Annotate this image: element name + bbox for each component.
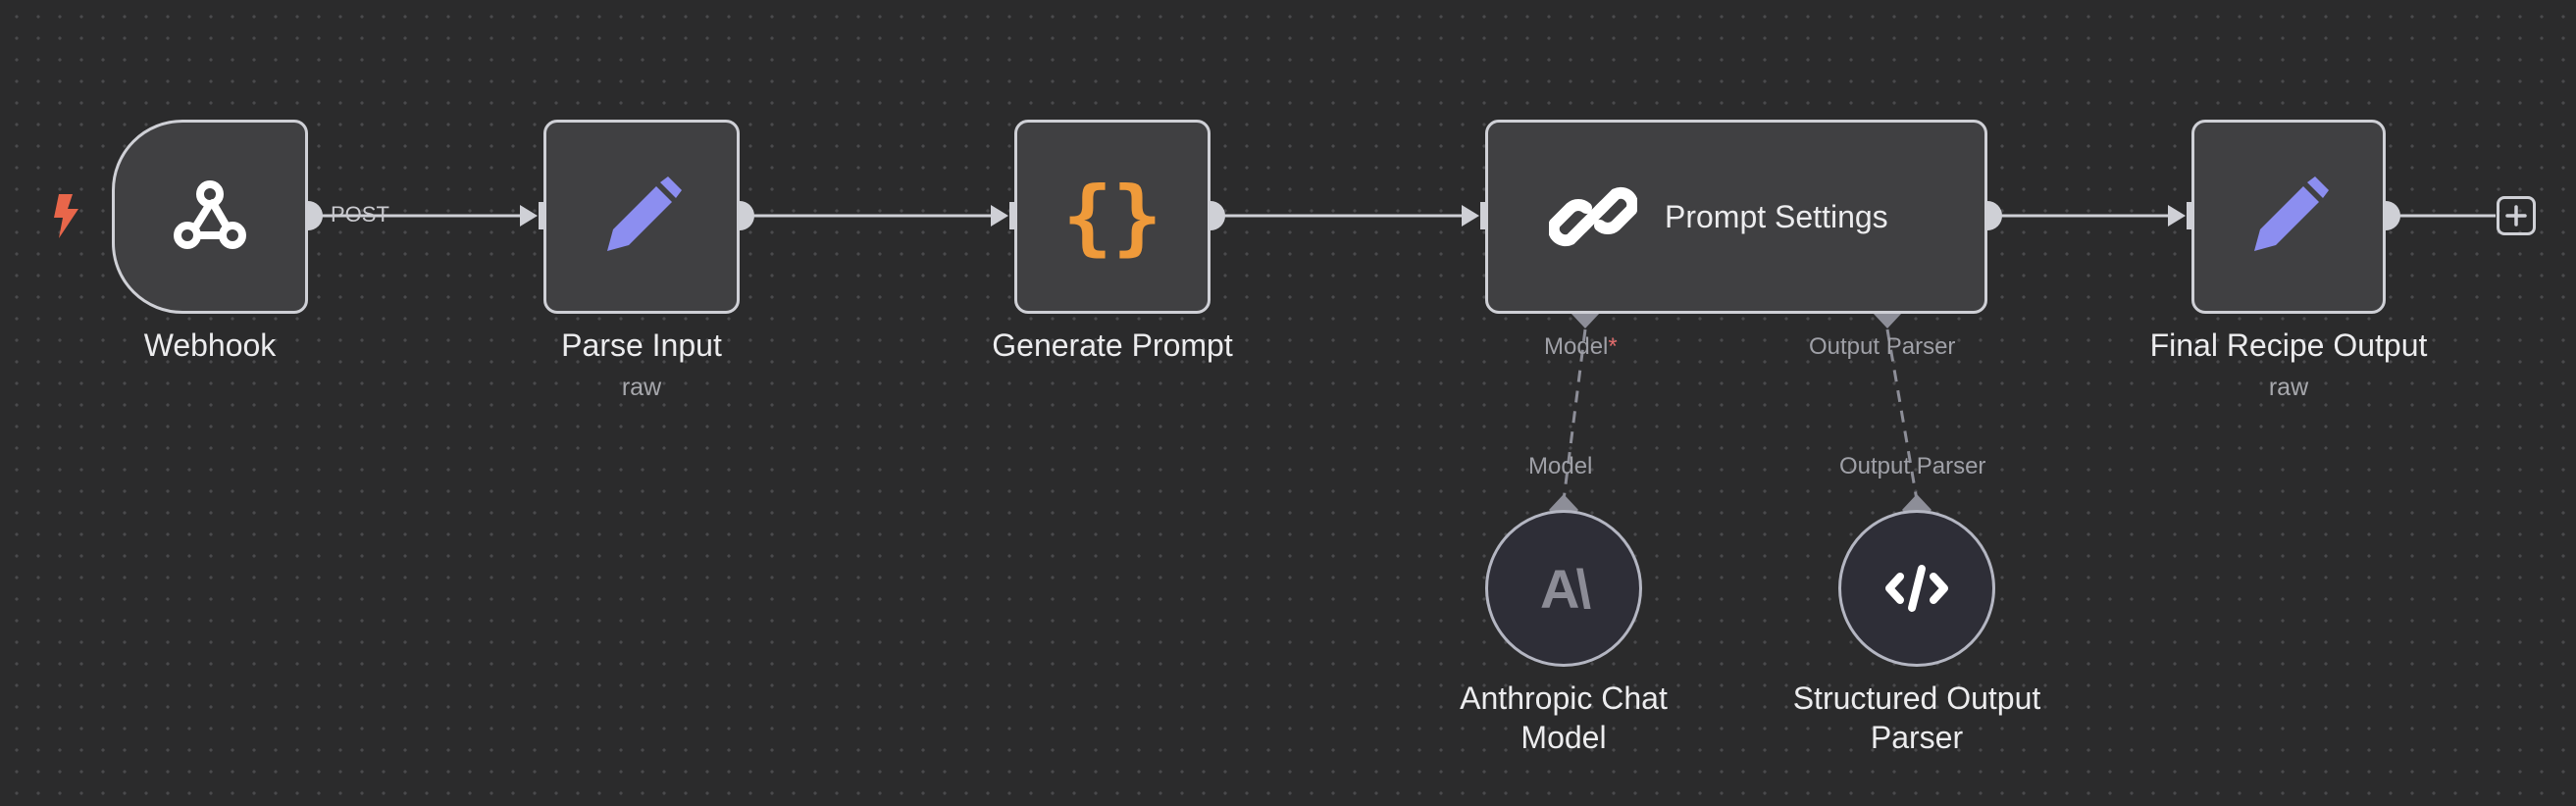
parser-port-label: Output Parser	[1839, 453, 1986, 479]
parser-label-line1: Structured Output	[1792, 680, 2041, 716]
input-port-settings[interactable]	[1480, 202, 1488, 229]
port-label-model-text: Model	[1544, 333, 1609, 360]
webhook-node[interactable]	[112, 120, 308, 314]
arrowhead-settings	[1462, 205, 1479, 227]
input-port-parse[interactable]	[539, 202, 546, 229]
pencil-icon	[607, 176, 682, 251]
final-output-node[interactable]	[2191, 120, 2386, 314]
parse-input-subtitle: raw	[621, 374, 662, 401]
structured-output-parser-node[interactable]	[1838, 510, 1995, 667]
parse-input-label: Parse Input	[561, 327, 722, 363]
trigger-bolt-icon	[54, 194, 78, 238]
port-label-model: Model*	[1544, 333, 1618, 361]
braces-icon: {}	[1062, 169, 1162, 265]
anthropic-port-label: Model	[1528, 453, 1593, 479]
webhook-label: Webhook	[143, 327, 277, 363]
parser-label-line2: Parser	[1870, 720, 1964, 755]
input-port-generate[interactable]	[1009, 202, 1017, 229]
connection-model-dashed[interactable]	[1562, 328, 1587, 501]
anthropic-label-line2: Model	[1520, 720, 1607, 755]
plus-icon	[2505, 205, 2527, 227]
parser-label: Structured Output Parser	[1760, 679, 2074, 757]
connection-parser-dashed[interactable]	[1885, 328, 1919, 501]
code-icon	[1885, 565, 1948, 612]
input-port-final[interactable]	[2187, 202, 2194, 229]
prompt-settings-title: Prompt Settings	[1665, 198, 1888, 234]
webhook-icon	[174, 180, 246, 249]
link-icon	[1549, 186, 1637, 247]
port-label-output-parser: Output Parser	[1809, 333, 1956, 360]
pencil-icon	[2254, 176, 2329, 251]
anthropic-label-line1: Anthropic Chat	[1460, 680, 1668, 716]
final-output-subtitle: raw	[2268, 374, 2309, 401]
final-output-label: Final Recipe Output	[2149, 327, 2428, 363]
arrowhead-parse	[520, 205, 538, 227]
anthropic-label: Anthropic Chat Model	[1407, 679, 1721, 757]
anthropic-chat-model-node[interactable]: A\	[1485, 510, 1642, 667]
add-node-button[interactable]	[2497, 196, 2536, 235]
prompt-settings-node[interactable]: Prompt Settings	[1485, 120, 1987, 314]
parse-input-node[interactable]	[543, 120, 740, 314]
generate-prompt-node[interactable]: {}	[1014, 120, 1211, 314]
generate-prompt-label: Generate Prompt	[992, 327, 1233, 363]
arrowhead-generate	[991, 205, 1008, 227]
edge-label-post: POST	[331, 202, 389, 227]
arrowhead-final	[2168, 205, 2186, 227]
anthropic-icon: A\	[1540, 557, 1591, 620]
required-asterisk: *	[1608, 333, 1618, 360]
